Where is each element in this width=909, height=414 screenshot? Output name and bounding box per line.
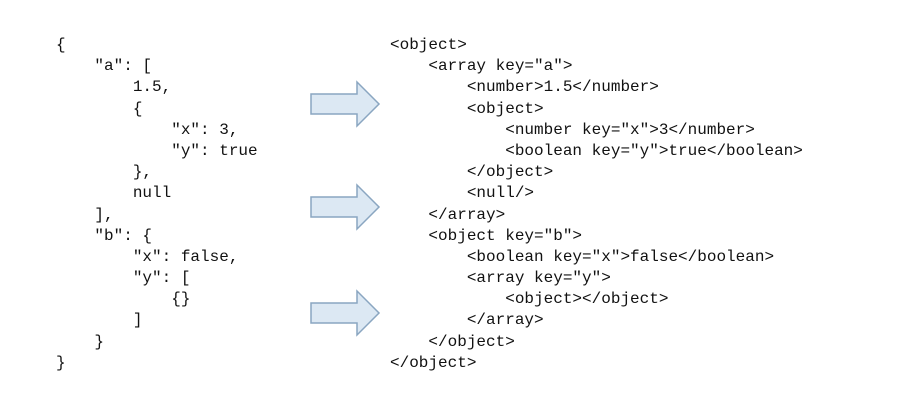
xml-line: <array key="a"> [390, 57, 573, 76]
json-line: }, [56, 163, 153, 182]
xml-line: <number>1.5</number> [390, 78, 659, 97]
xml-line: <object key="b"> [390, 226, 583, 245]
json-line: {} [56, 290, 191, 309]
xml-line: <object></object> [390, 290, 669, 309]
xml-line: <boolean key="y">true</boolean> [390, 141, 803, 160]
json-line: { [56, 99, 143, 118]
xml-line: </object> [390, 163, 554, 182]
xml-line: <object> [390, 36, 467, 54]
xml-line: <null/> [390, 184, 535, 203]
json-line: "x": 3, [56, 120, 239, 139]
json-line: ], [56, 205, 114, 224]
json-line: ] [56, 311, 143, 330]
xml-line: </array> [390, 205, 506, 224]
json-line: { [56, 36, 66, 54]
json-line: "y": [ [56, 269, 191, 288]
right-arrow-icon [309, 183, 381, 231]
xml-line: <boolean key="x">false</boolean> [390, 247, 775, 266]
json-line: null [56, 184, 172, 203]
json-line: } [56, 332, 105, 351]
xml-code-panel: <object> <array key="a"> <number>1.5</nu… [390, 35, 803, 374]
json-line: 1.5, [56, 78, 172, 97]
right-arrow-icon [309, 289, 381, 337]
right-arrow-icon [309, 80, 381, 128]
xml-line: <object> [390, 99, 544, 118]
json-line: "x": false, [56, 247, 239, 266]
json-line: "b": { [56, 226, 153, 245]
json-line: } [56, 353, 66, 372]
xml-line: <number key="x">3</number> [390, 120, 755, 139]
xml-line: <array key="y"> [390, 269, 611, 288]
json-line: "a": [ [56, 57, 153, 76]
json-line: "y": true [56, 141, 258, 160]
xml-line: </object> [390, 353, 477, 372]
xml-line: </array> [390, 311, 544, 330]
xml-line: </object> [390, 332, 515, 351]
json-code-panel: { "a": [ 1.5, { "x": 3, "y": true }, nul… [56, 35, 258, 374]
